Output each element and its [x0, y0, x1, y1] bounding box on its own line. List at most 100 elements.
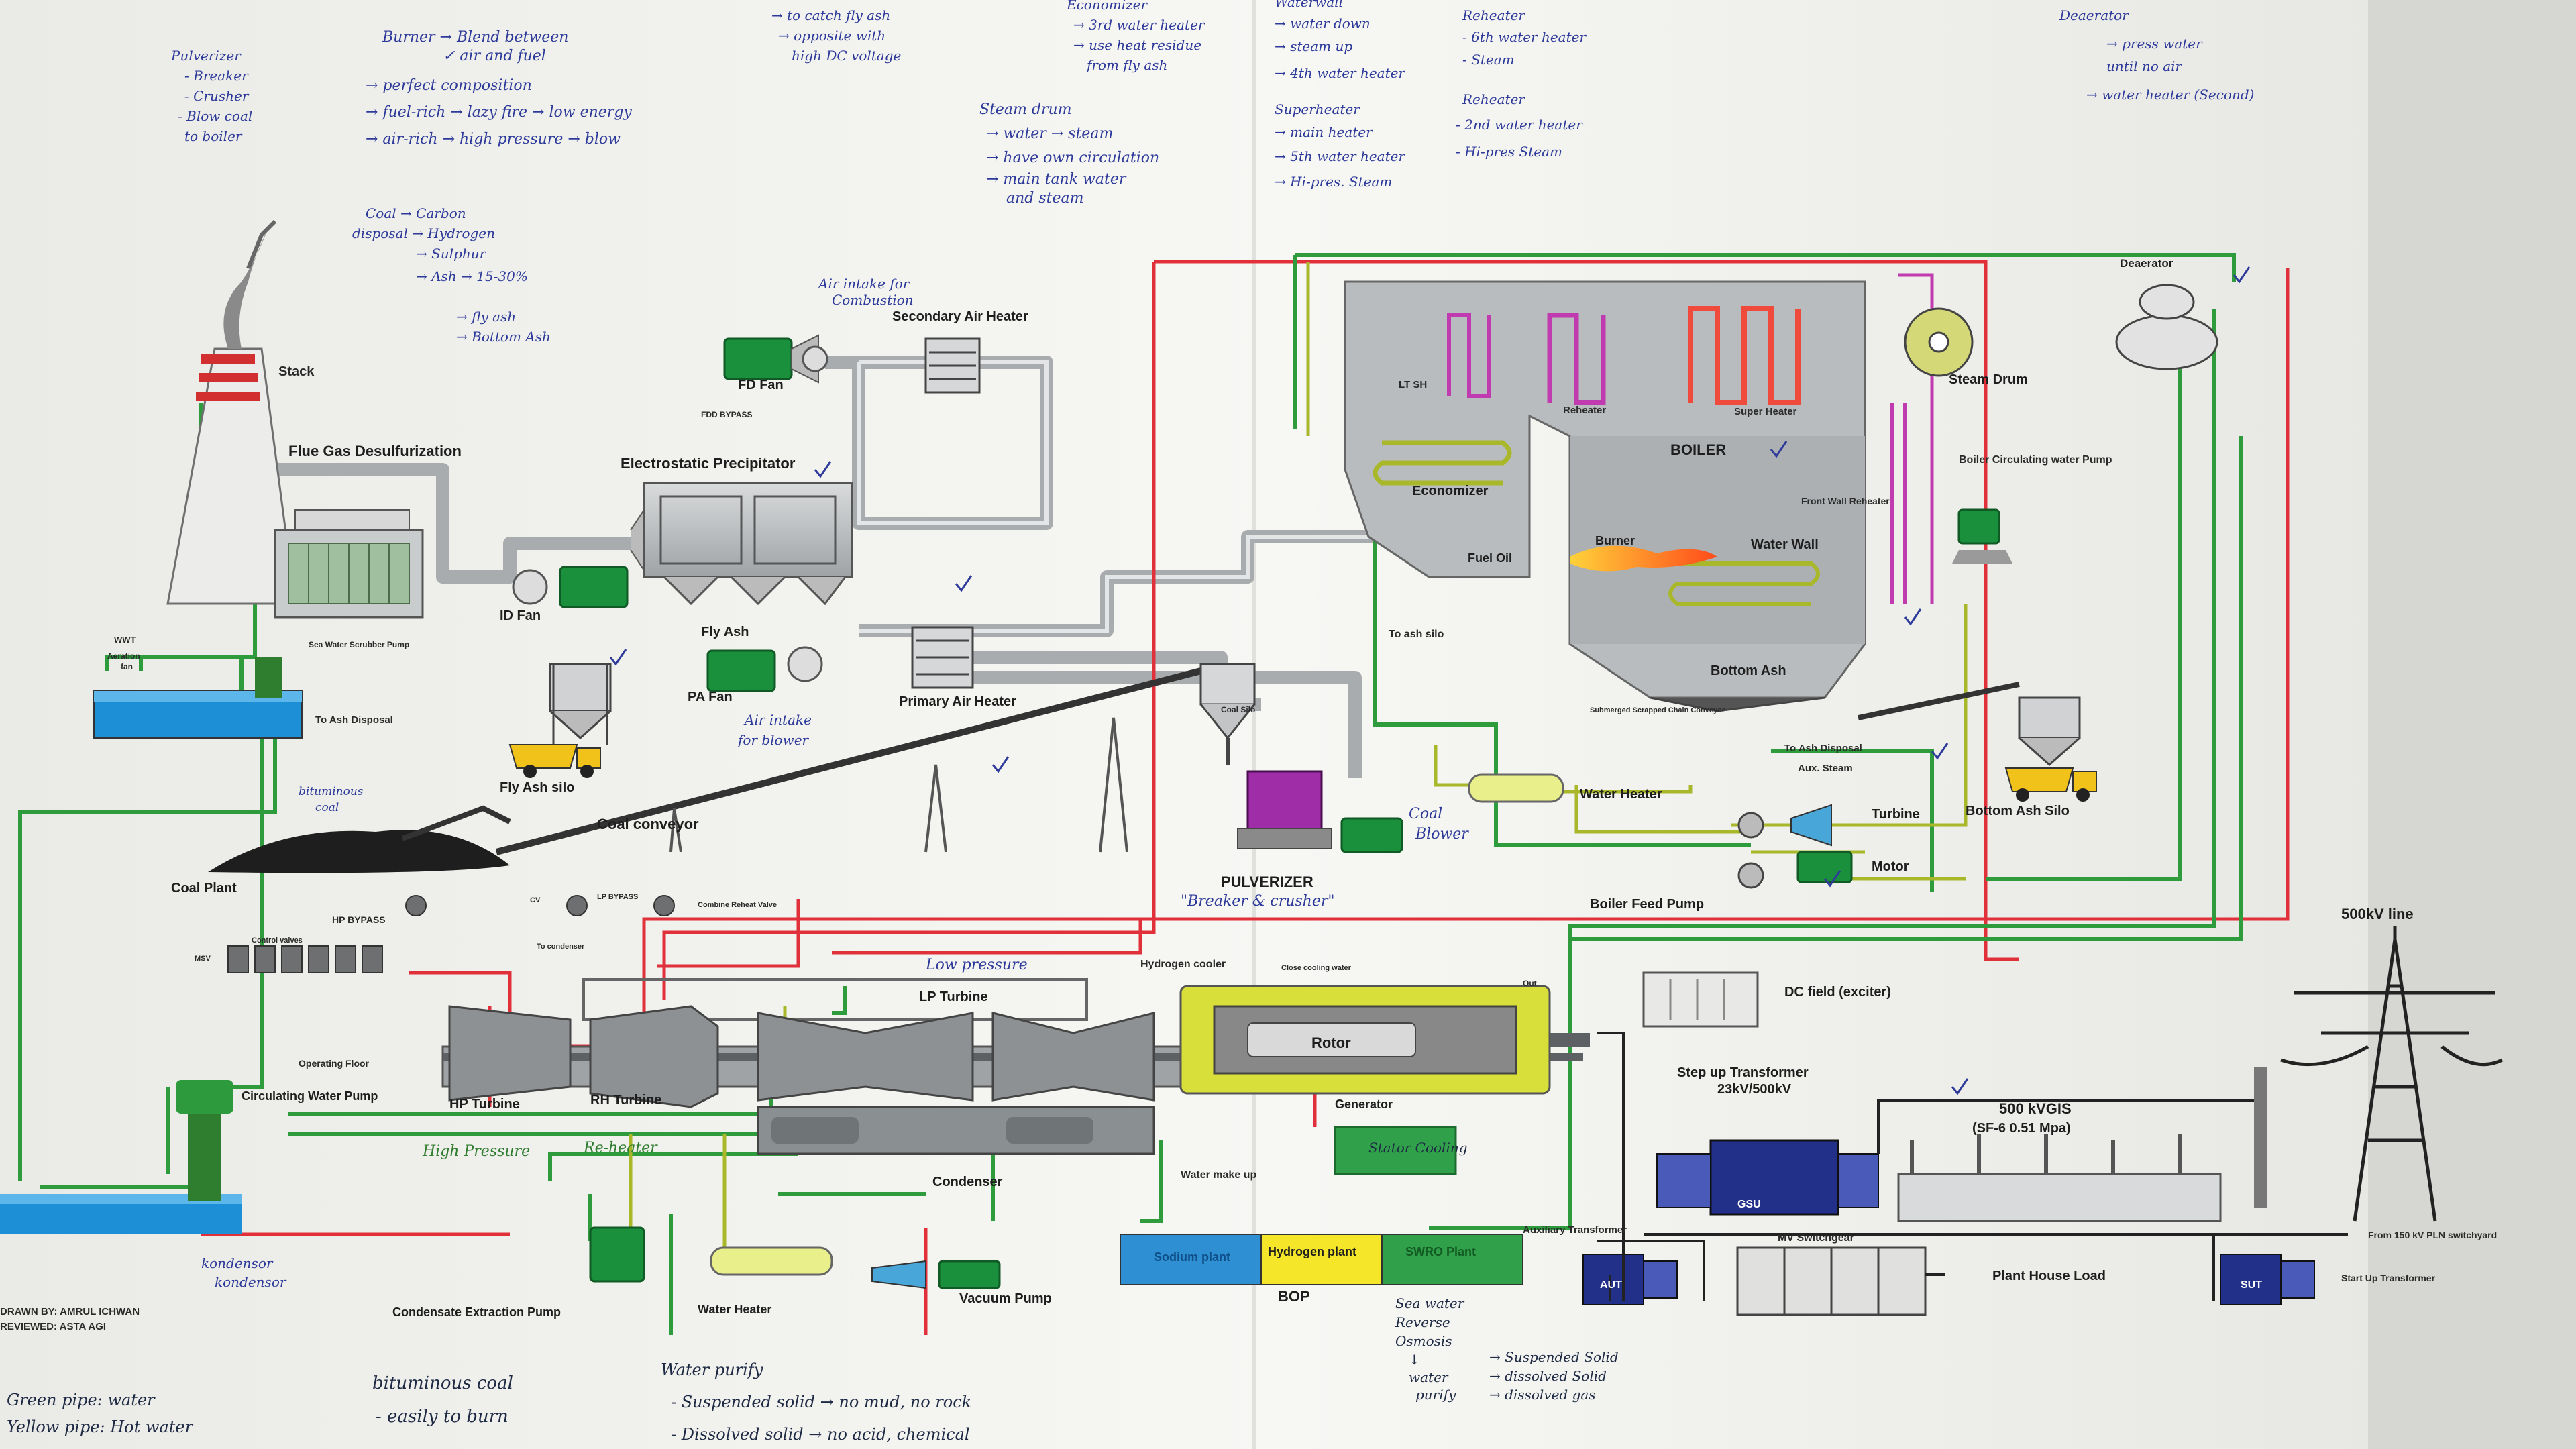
label-fly-ash: Fly Ash — [701, 625, 749, 639]
label-fdd-bypass: FDD BYPASS — [701, 410, 752, 419]
label-gsu: GSU — [1737, 1199, 1761, 1210]
note-bituminous-small: bituminous coal — [299, 785, 367, 814]
label-water-wall: Water Wall — [1751, 537, 1819, 552]
label-coal-conveyor: Coal conveyor — [597, 816, 699, 833]
label-sut: SUT — [2241, 1279, 2262, 1291]
note-air-intake-combustion: Air intake for Combustion — [817, 276, 914, 308]
coal-silo — [1199, 663, 1256, 765]
aut-transformer — [1582, 1254, 1678, 1305]
label-swro-plant: SWRO Plant — [1405, 1245, 1476, 1258]
label-plant-house-load: Plant House Load — [1992, 1269, 2106, 1283]
reheater-coils — [1547, 313, 1606, 405]
label-mv-switchgear: MV Switchgear — [1778, 1232, 1854, 1244]
label-boiler-feed-pump: Boiler Feed Pump — [1590, 897, 1704, 912]
label-aut: AUT — [1600, 1279, 1622, 1291]
bop-plants — [1120, 1234, 1523, 1285]
gsu-transformer — [1656, 1139, 1879, 1216]
lt-sh-coils — [1447, 313, 1491, 398]
water-pipes — [18, 253, 2243, 1335]
fly-ash-silo — [549, 663, 612, 745]
hp-turbine — [448, 1005, 572, 1102]
label-to-ash-disposal-left: To Ash Disposal — [315, 714, 393, 726]
note-pulverizer-flow: Pulverizer - Breaker - Crusher - Blow co… — [170, 48, 257, 144]
check-marks — [609, 266, 2251, 1095]
note-low-pressure: Low pressure — [925, 957, 1028, 973]
label-id-fan: ID Fan — [500, 608, 541, 623]
note-breaker-crusher: "Breaker & crusher" — [1181, 893, 1335, 910]
economizer-coils — [1373, 440, 1512, 486]
mv-switchgear — [1736, 1246, 1927, 1316]
label-bottom-ash-silo: Bottom Ash Silo — [1966, 804, 2070, 818]
label-burner: Burner — [1595, 534, 1635, 547]
front-wall-reheater — [1890, 402, 1907, 604]
coal-pile — [208, 805, 511, 873]
label-steam-drum: Steam Drum — [1949, 372, 2028, 387]
label-stator-cooling: Stator Cooling — [1368, 1140, 1468, 1156]
label-pulverizer: PULVERIZER — [1221, 873, 1313, 890]
label-from-150kv: From 150 kV PLN switchyard — [2368, 1230, 2497, 1240]
duct-highlights — [857, 360, 1375, 633]
label-fgd: Flue Gas Desulfurization — [288, 443, 462, 460]
label-wwt: WWT — [114, 635, 136, 645]
label-esp: Electrostatic Precipitator — [621, 455, 796, 472]
label-close-cooling-water: Close cooling water — [1281, 964, 1352, 972]
electric-cables — [1597, 1032, 2348, 1301]
label-lp-turbine: LP Turbine — [919, 989, 988, 1004]
generator — [1179, 985, 1590, 1095]
feed-turbine — [1737, 804, 1832, 847]
label-primary-air-heater: Primary Air Heater — [899, 694, 1016, 709]
note-coal-composition: Coal → Carbon disposal → Hydrogen → Sulp… — [352, 205, 551, 345]
bottom-water-heater — [710, 1246, 833, 1276]
lp-turbines — [757, 1012, 1155, 1102]
label-lt-sh: LT SH — [1399, 379, 1427, 390]
electrostatic-precipitator — [630, 482, 853, 606]
label-water-heater-bottom: Water Heater — [698, 1303, 771, 1316]
pulverizer — [1237, 770, 1403, 853]
label-fd-fan: FD Fan — [738, 378, 784, 392]
printed-labels: Stack Flue Gas Desulfurization Electrost… — [0, 257, 2497, 1332]
vacuum-pump — [871, 1260, 1001, 1289]
label-hydrogen-plant: Hydrogen plant — [1268, 1245, 1356, 1258]
bottom-ash-silo — [2018, 696, 2081, 767]
pa-fan — [706, 646, 823, 692]
boiler — [1344, 280, 1866, 712]
note-water-purify: Water purify - Suspended solid → no mud,… — [661, 1360, 977, 1444]
label-to-condenser: To condenser — [537, 943, 585, 951]
note-coal-blower: Coal Blower — [1409, 806, 1469, 843]
label-super-heater: Super Heater — [1734, 406, 1797, 417]
label-motor: Motor — [1872, 859, 1909, 874]
label-aux-steam: Aux. Steam — [1798, 763, 1853, 774]
label-drawn-by: DRAWN BY: AMRUL ICHWAN — [0, 1306, 140, 1318]
stack — [166, 219, 297, 605]
sut-transformer — [2220, 1254, 2315, 1305]
label-condenser: Condenser — [932, 1175, 1003, 1189]
water-heater-top — [1468, 773, 1564, 803]
dc-field-exciter — [1642, 971, 1759, 1028]
note-kondensor: kondensor kondensor — [201, 1255, 287, 1290]
label-fuel-oil: Fuel Oil — [1468, 551, 1512, 565]
label-start-up-transformer: Start Up Transformer — [2341, 1273, 2436, 1283]
note-burner: Burner → Blend between ✓ air and fuel → … — [366, 29, 637, 148]
ash-conveyor — [1858, 682, 2020, 720]
label-water-makeup: Water make up — [1181, 1169, 1256, 1181]
note-waterwall: Waterwall → water down → steam up → 4th … — [1275, 0, 1405, 81]
note-deaerator: Deaerator → press water until no air → w… — [2059, 7, 2254, 103]
label-vacuum-pump: Vacuum Pump — [959, 1291, 1052, 1306]
note-reheater: Reheater - 6th water heater - Steam — [1462, 7, 1590, 68]
label-seawater-pump: Sea Water Scrubber Pump — [309, 640, 409, 649]
label-generator: Generator — [1335, 1097, 1393, 1111]
note-reheater-2: Reheater - 2nd water heater - Hi-pres St… — [1456, 91, 1587, 160]
label-dc-field: DC field (exciter) — [1784, 985, 1891, 1000]
paper-right-edge — [2368, 0, 2576, 1449]
transmission-tower — [2280, 926, 2504, 1222]
burner-flame — [1570, 545, 1717, 572]
fd-fan — [723, 334, 828, 384]
label-economizer: Economizer — [1412, 484, 1489, 498]
note-superheater: Superheater → main heater → 5th water he… — [1275, 101, 1409, 190]
label-gis: 500 kVGIS — [1999, 1100, 2072, 1117]
wwt-tank — [93, 657, 303, 739]
label-rh-turbine: RH Turbine — [590, 1093, 661, 1108]
boiler-circulating-pump — [1952, 508, 2012, 564]
